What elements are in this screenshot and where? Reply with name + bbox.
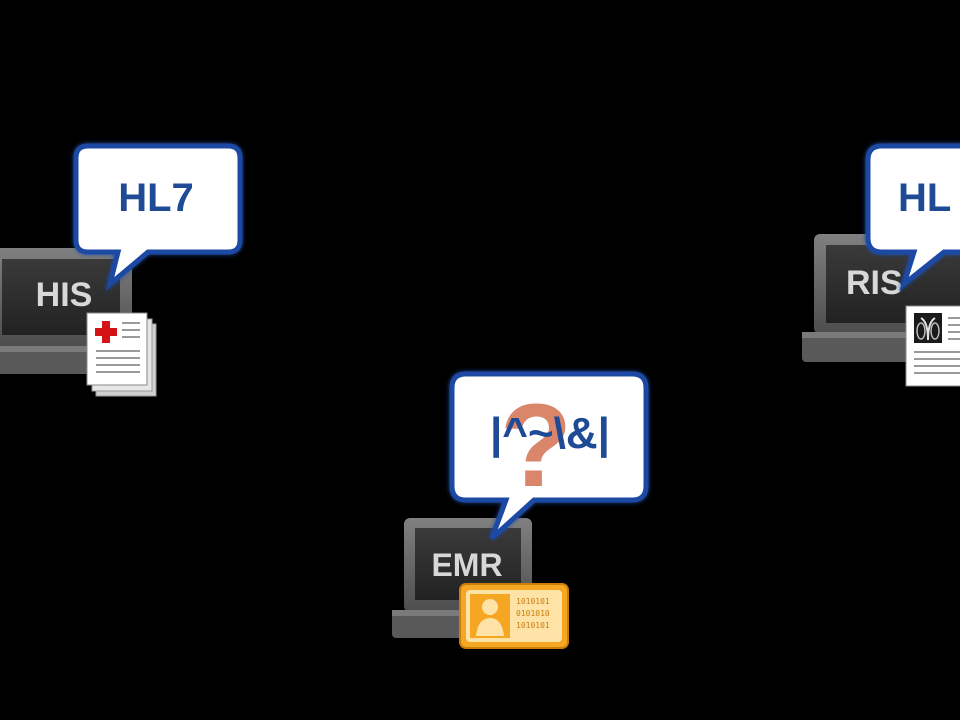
emr-speech-bubble [449,371,649,540]
card-digits-line-2: 0101010 [516,609,550,618]
emr-system: EMR 1010101 0101010 1010101 ? |^~\&| [392,371,649,649]
ris-speech-bubble [865,143,960,292]
question-mark-icon: ? [500,380,572,512]
patient-id-card-icon: 1010101 0101010 1010101 [459,583,569,649]
ris-bubble-text: HL [898,176,951,220]
his-speech-bubble [73,143,243,291]
his-system: HIS HL7 [0,143,243,397]
xray-report-icon [905,305,960,387]
his-label: HIS [36,276,93,314]
card-digits-line-3: 1010101 [516,621,550,630]
ris-system: RIS HL [802,143,960,387]
medical-record-icon [86,312,157,397]
emr-bubble-text: |^~\&| [490,409,610,459]
his-bubble-text: HL7 [118,176,194,220]
ris-label: RIS [846,264,903,302]
emr-label: EMR [431,547,502,583]
card-digits-line-1: 1010101 [516,597,550,606]
